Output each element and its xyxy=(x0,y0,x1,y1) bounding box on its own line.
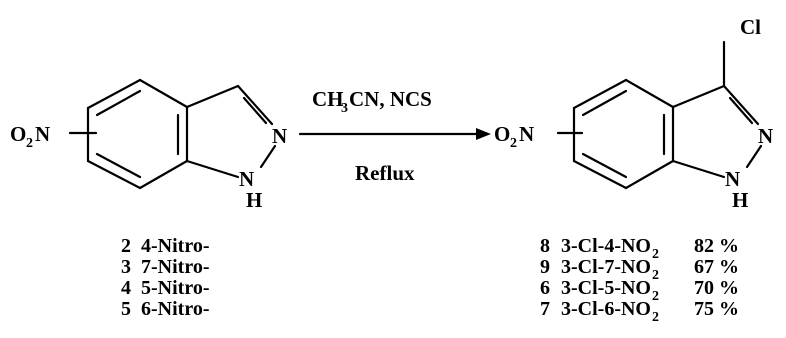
reactant-compound-name: 4-Nitro- xyxy=(141,235,210,257)
product-compound-name: 3-Cl-7-NO xyxy=(561,256,651,278)
reactant-nitro-o: O xyxy=(10,122,26,146)
reactant-compound-name: 7-Nitro- xyxy=(141,256,210,278)
product-compound-number: 7 xyxy=(540,298,550,320)
product-nh-n: N xyxy=(725,167,740,191)
product-compound-number: 6 xyxy=(540,277,550,299)
reactant-compound-number: 3 xyxy=(121,256,131,278)
reactant-benzene-ring xyxy=(86,78,189,190)
reactant-nitro-n: N xyxy=(35,122,50,146)
reactant-compound-number: 2 xyxy=(121,235,131,257)
product-compound-name: 3-Cl-4-NO xyxy=(561,235,651,257)
product-compound-yield: 70 % xyxy=(694,277,739,299)
product-structure: O 2 N Cl N N H xyxy=(494,15,773,212)
product-compound-subscript: 2 xyxy=(652,289,659,304)
product-compound-name: 3-Cl-5-NO xyxy=(561,277,651,299)
reagents-text-ch: CH xyxy=(312,87,344,111)
product-compound-number: 8 xyxy=(540,235,550,257)
reactant-nitro-subscript: 2 xyxy=(26,136,33,151)
product-compound-yield: 82 % xyxy=(694,235,739,257)
reactant-compound-list: 2 4-Nitro- 3 7-Nitro- 4 5-Nitro- 5 6-Nitro- xyxy=(121,235,210,320)
product-nitro-n: N xyxy=(519,122,534,146)
product-compound-yield: 75 % xyxy=(694,298,739,320)
product-compound-subscript: 2 xyxy=(652,247,659,262)
product-compound-yield: 67 % xyxy=(694,256,739,278)
condition-reflux: Reflux xyxy=(355,161,415,185)
product-benzene-ring xyxy=(572,78,675,190)
product-compound-number: 9 xyxy=(540,256,550,278)
product-nitro-subscript: 2 xyxy=(510,136,517,151)
product-pyrazole-ring xyxy=(671,84,763,179)
reagents-text-subscript: 3 xyxy=(341,101,348,116)
product-compound-subscript: 2 xyxy=(652,310,659,325)
product-compound-name: 3-Cl-6-NO xyxy=(561,298,651,320)
reactant-pyrazole-ring xyxy=(185,84,277,179)
reagents-text-rest: CN, NCS xyxy=(349,87,432,111)
product-compound-subscript: 2 xyxy=(652,268,659,283)
reactant-compound-number: 4 xyxy=(121,277,131,299)
reactant-nh-h: H xyxy=(246,188,262,212)
arrow-head xyxy=(476,128,491,140)
reactant-ring-n: N xyxy=(272,124,287,148)
reactant-compound-name: 6-Nitro- xyxy=(141,298,210,320)
product-ring-n: N xyxy=(758,124,773,148)
reaction-arrow xyxy=(298,128,491,140)
reactant-compound-number: 5 xyxy=(121,298,131,320)
reactant-structure: O 2 N N N H xyxy=(10,78,287,212)
reactant-nh-n: N xyxy=(239,167,254,191)
product-nh-h: H xyxy=(732,188,748,212)
product-chloro-label: Cl xyxy=(740,15,761,39)
reactant-compound-name: 5-Nitro- xyxy=(141,277,210,299)
product-nitro-o: O xyxy=(494,122,510,146)
